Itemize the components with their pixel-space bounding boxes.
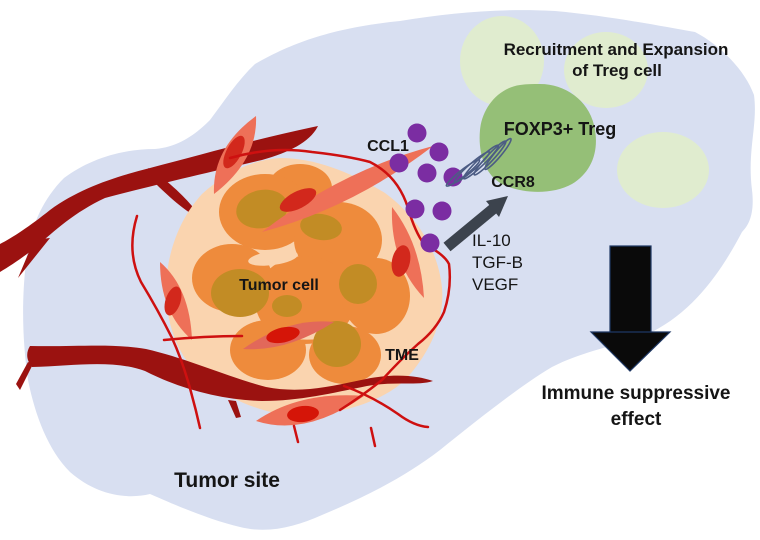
ccl1-label: CCL1	[367, 138, 409, 155]
blood-vessel-top-tip	[18, 238, 50, 278]
tumor-cell-mass	[192, 164, 410, 384]
recruitment-label-line1: Recruitment and Expansion	[504, 40, 729, 59]
effect-label-line2: effect	[611, 409, 662, 430]
tumor-lobe-gap-1	[248, 250, 298, 266]
immune-suppressive-arrow	[589, 245, 672, 372]
capillaries	[131, 148, 452, 448]
effect-label-line1: Immune suppressive	[541, 383, 730, 404]
cytokine-il10-label: IL-10	[472, 231, 511, 250]
foxp3-treg-label: FOXP3+ Treg	[504, 119, 617, 139]
cytokine-vegf-label: VEGF	[472, 275, 518, 294]
recruitment-label-line2: of Treg cell	[572, 61, 662, 80]
pale-treg-cell-3	[617, 132, 709, 208]
foxp3-treg-cell	[479, 84, 596, 192]
blood-vessel-bottom-spur-left	[16, 362, 33, 390]
tumor-site-label: Tumor site	[174, 469, 280, 492]
blood-vessel-top-branch	[148, 168, 196, 216]
pale-treg-cell-1	[460, 16, 544, 106]
fibroblast-left-nucleus	[164, 286, 182, 316]
tumor-nuclei	[211, 189, 377, 367]
blood-vessel-bottom-spur-mid	[228, 400, 241, 418]
fibroblast-top-nucleus	[223, 135, 245, 169]
secretion-arrow	[443, 196, 508, 252]
fibroblasts	[160, 116, 433, 426]
fibroblast-inner-bottom-nucleus	[266, 326, 300, 344]
blood-vessel-bottom	[27, 345, 433, 401]
ccr8-receptor-icon	[445, 137, 512, 187]
ccr8-label: CCR8	[491, 174, 535, 191]
fibroblast-right-nucleus	[391, 245, 411, 277]
tme-label: TME	[385, 347, 419, 364]
pale-treg-cell-2	[564, 32, 648, 108]
fibroblast-bottom-nucleus	[287, 405, 319, 423]
fibroblast-diagonal-nucleus	[279, 188, 317, 212]
fibroblast-diagonal	[262, 146, 433, 232]
cytokine-tgfb-label: TGF-B	[472, 253, 523, 272]
tumor-cell-label: Tumor cell	[239, 277, 319, 294]
